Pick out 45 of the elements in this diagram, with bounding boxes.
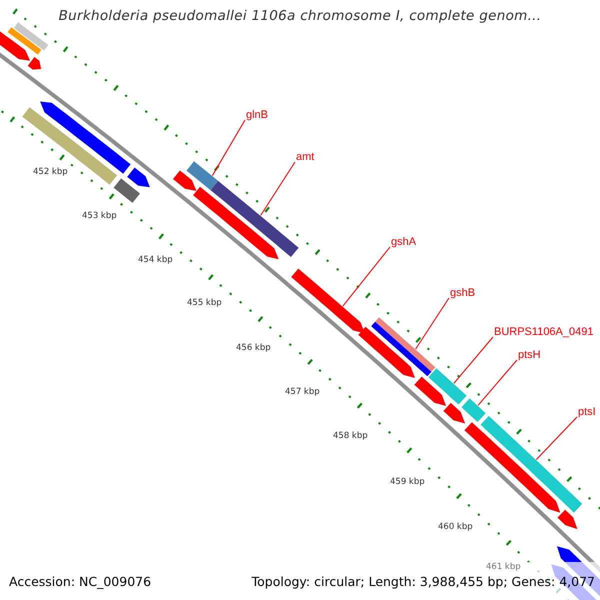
scale-label: 457 kbp	[285, 387, 320, 397]
gene-block	[14, 22, 48, 50]
gene-block	[193, 186, 279, 260]
leader-line	[260, 162, 296, 216]
genome-stats-text: Topology: circular; Length: 3,988,455 bp; Genes: 4,077	[252, 574, 595, 589]
gene-label: glnB	[246, 109, 268, 121]
gene-block	[358, 326, 415, 378]
gene-block	[114, 178, 140, 203]
gene-block	[210, 180, 299, 257]
scale-label: 458 kbp	[333, 431, 368, 441]
scale-label: 452 kbp	[33, 167, 68, 177]
scale-label: 461 kbp	[486, 562, 521, 572]
leader-line	[212, 120, 246, 176]
gene-label: ptsI	[578, 406, 596, 418]
gene-block	[414, 376, 446, 406]
scale-label: 460 kbp	[438, 522, 473, 532]
scale-label: 456 kbp	[236, 343, 271, 353]
gene-block	[127, 168, 150, 188]
leader-line	[536, 416, 578, 460]
gene-label: gshA	[391, 236, 416, 248]
gene-block	[28, 57, 42, 70]
gene-block	[480, 416, 582, 513]
gene-block	[0, 30, 30, 61]
gene-label: BURPS1106A_0491	[494, 326, 594, 338]
gene-block	[8, 27, 42, 55]
gene-block	[173, 170, 196, 191]
leader-line	[453, 336, 494, 384]
leader-line	[342, 246, 390, 307]
accession-text: Accession: NC_009076	[9, 574, 152, 589]
scale-label: 455 kbp	[187, 298, 222, 308]
scale-label: 459 kbp	[390, 477, 425, 487]
gene-block	[428, 368, 467, 404]
leader-line	[478, 360, 518, 406]
scale-label: 453 kbp	[82, 211, 117, 221]
gene-label: gshB	[450, 287, 476, 299]
gene-block	[464, 422, 560, 513]
gene-block	[291, 268, 365, 334]
gene-block	[558, 510, 578, 530]
gene-block	[443, 402, 466, 424]
scale-label: 454 kbp	[138, 255, 173, 265]
gene-label: amt	[296, 151, 314, 163]
gene-label: ptsH	[518, 349, 541, 361]
gene-block	[186, 161, 218, 190]
gene-block	[22, 107, 118, 185]
title: Burkholderia pseudomallei 1106a chromosome I, complete genom...	[58, 8, 542, 24]
